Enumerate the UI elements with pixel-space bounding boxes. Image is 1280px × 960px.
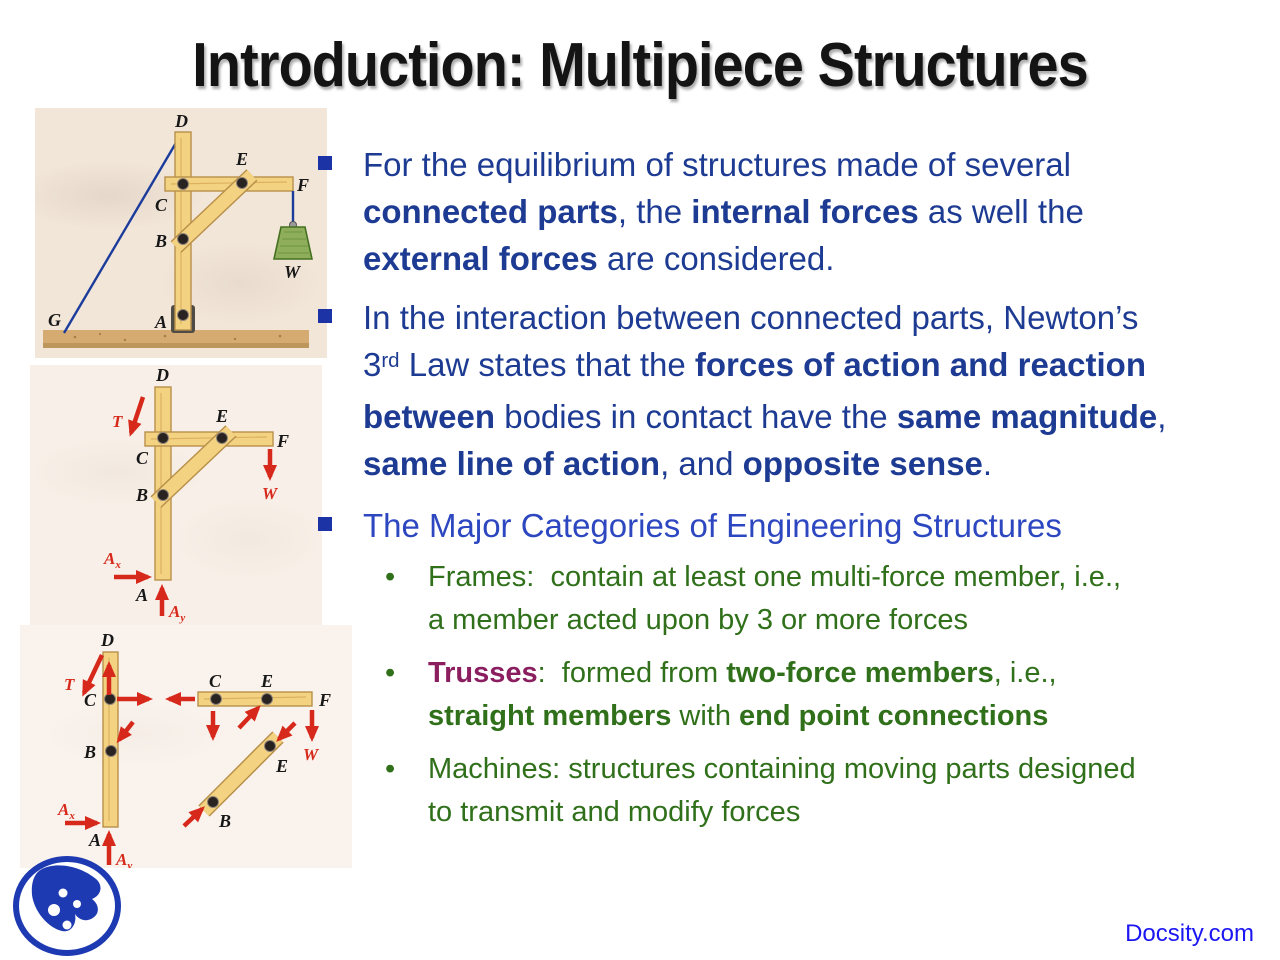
pin-B-brace xyxy=(207,796,219,808)
bullet-item: The Major Categories of Engineering Stru… xyxy=(318,502,1243,549)
label-F: F xyxy=(276,431,289,451)
label-C-beam: C xyxy=(209,671,222,691)
page-title: Introduction: Multipiece Structures xyxy=(192,31,1088,100)
force-arrow-brace-B xyxy=(182,806,205,828)
label-A: A xyxy=(88,830,101,850)
pin-E-beam xyxy=(261,693,273,705)
pin-C-beam xyxy=(210,693,222,705)
pin-E-brace xyxy=(264,740,276,752)
bullet-text: The Major Categories of Engineering Stru… xyxy=(363,507,1062,544)
label-A: A xyxy=(135,585,148,605)
label-B-brace: B xyxy=(218,811,231,831)
label-T: T xyxy=(112,412,123,431)
label-T: T xyxy=(64,675,75,694)
bullet-item: For the equilibrium of structures made o… xyxy=(318,141,1243,282)
member-CF-beam xyxy=(197,691,313,707)
sub-bullet-item: • Trusses: formed from two-force members,… xyxy=(318,652,1243,738)
logo-hole xyxy=(73,900,81,908)
figure-crane-free-body: D E F C B A T W Ax Ay xyxy=(30,365,322,633)
bullet-text: Trusses: formed from two-force members, … xyxy=(428,657,1057,732)
label-W: W xyxy=(303,745,320,764)
docsity-link[interactable]: Docsity.com xyxy=(1125,920,1254,947)
logo-hole xyxy=(48,904,60,916)
bullet-list: For the equilibrium of structures made o… xyxy=(318,141,1243,834)
sub-bullet-item: • Frames: contain at least one multi-forc… xyxy=(318,556,1243,642)
label-E-beam: E xyxy=(260,671,273,691)
label-E: E xyxy=(215,406,228,426)
figure-members-free-bodies: D C B A C E F E B T W Ax Ay xyxy=(20,625,352,868)
label-B: B xyxy=(154,231,167,251)
force-arrow-beam-E xyxy=(237,705,261,730)
logo-hole xyxy=(58,888,68,898)
bullet-text: In the interaction between connected par… xyxy=(363,299,1167,482)
label-C: C xyxy=(84,690,97,710)
label-E: E xyxy=(235,149,248,169)
pin-A xyxy=(177,309,189,321)
docsity-logo xyxy=(10,852,130,960)
label-F: F xyxy=(318,690,331,710)
ground xyxy=(43,330,309,348)
pin-E xyxy=(216,432,228,444)
force-arrow-T xyxy=(81,654,105,697)
bullet-text: Machines: structures containing moving p… xyxy=(428,753,1136,828)
label-Ax: Ax xyxy=(57,800,75,822)
weight xyxy=(273,191,313,260)
logo-hole xyxy=(62,920,72,930)
logo-blob xyxy=(31,865,101,932)
label-B: B xyxy=(135,485,148,505)
bullet-dot-icon: • xyxy=(385,561,396,593)
label-C: C xyxy=(136,448,149,468)
pin-C-post xyxy=(104,693,116,705)
label-D: D xyxy=(100,630,114,650)
label-F: F xyxy=(296,175,309,195)
bullet-text: For the equilibrium of structures made o… xyxy=(363,146,1084,277)
label-Ax: Ax xyxy=(103,549,121,571)
pin-B xyxy=(177,233,189,245)
label-G: G xyxy=(48,310,61,330)
label-D: D xyxy=(155,365,169,385)
cable-DG xyxy=(62,135,182,334)
force-arrow-brace-E xyxy=(276,721,297,742)
pin-C xyxy=(157,432,169,444)
bullet-dot-icon: • xyxy=(385,657,396,689)
label-Ay: Ay xyxy=(115,850,132,868)
bullet-square-icon xyxy=(318,517,332,531)
label-Ay: Ay xyxy=(168,602,185,624)
pin-B xyxy=(157,489,169,501)
label-W: W xyxy=(284,262,302,282)
pin-E xyxy=(236,177,248,189)
force-arrow-post-B xyxy=(116,720,135,744)
label-B: B xyxy=(83,742,96,762)
figure-crane-assembled: D E F C B A G W xyxy=(35,108,327,358)
bullet-square-icon xyxy=(318,156,332,170)
bullet-item: In the interaction between connected par… xyxy=(318,294,1243,487)
label-A: A xyxy=(154,312,167,332)
sub-bullet-item: • Machines: structures containing moving … xyxy=(318,748,1243,834)
label-D: D xyxy=(174,111,188,131)
bullet-dot-icon: • xyxy=(385,753,396,785)
label-E-brace: E xyxy=(275,756,288,776)
pin-C xyxy=(177,178,189,190)
label-W: W xyxy=(262,484,279,503)
label-C: C xyxy=(155,195,168,215)
bullet-square-icon xyxy=(318,309,332,323)
bullet-text: Frames: contain at least one multi-force… xyxy=(428,561,1122,636)
pin-B-post xyxy=(105,745,117,757)
force-arrow-T xyxy=(128,396,146,437)
